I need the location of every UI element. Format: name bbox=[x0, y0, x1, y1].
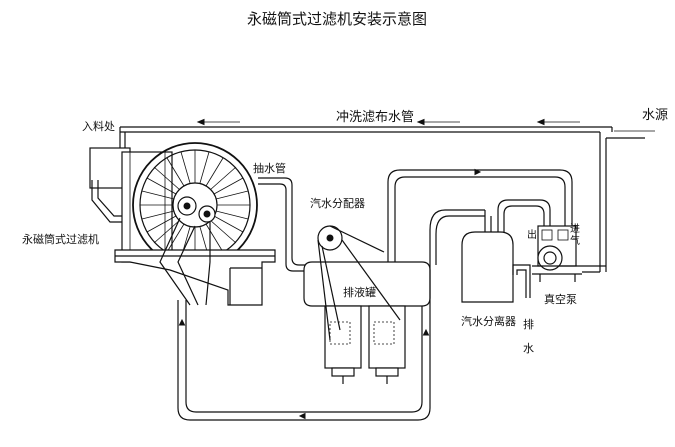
drain-label-top: 排 bbox=[523, 317, 534, 331]
diagram-title: 永磁筒式过滤机安装示意图 bbox=[247, 10, 427, 28]
filter-machine bbox=[89, 142, 276, 306]
drain-label-bottom: 水 bbox=[523, 342, 534, 355]
vacuum-pump-label: 真空泵 bbox=[544, 292, 577, 306]
filter-machine-label: 永磁筒式过滤机 bbox=[22, 232, 99, 246]
distributor-label: 汽水分配器 bbox=[310, 196, 365, 210]
suction-pipe-label: 抽水管 bbox=[253, 161, 286, 175]
drain-tank bbox=[303, 261, 431, 384]
vacuum-pump bbox=[532, 225, 582, 282]
return-loop-pipe bbox=[177, 265, 431, 421]
suction-pipe bbox=[258, 177, 307, 272]
intake-label-top: 进 bbox=[570, 223, 580, 235]
water-source-label: 水源 bbox=[642, 108, 668, 123]
steam-water-distributor bbox=[317, 225, 401, 341]
drum-spokes bbox=[140, 150, 250, 260]
inlet-label: 入料处 bbox=[82, 119, 115, 133]
flush-water-pipe bbox=[119, 126, 645, 273]
steam-water-separator bbox=[429, 199, 551, 303]
flush-pipe-arrows bbox=[196, 118, 580, 126]
tank-to-separator-pipe bbox=[387, 168, 573, 262]
outlet-label: 出 bbox=[527, 228, 537, 241]
flush-pipe-label: 冲洗滤布水管 bbox=[336, 110, 414, 125]
separator-label: 汽水分离器 bbox=[461, 314, 516, 328]
intake-label-bottom: 气 bbox=[570, 234, 580, 247]
drain-tank-label: 排液罐 bbox=[343, 285, 376, 299]
drain-water-pipe bbox=[512, 264, 531, 298]
